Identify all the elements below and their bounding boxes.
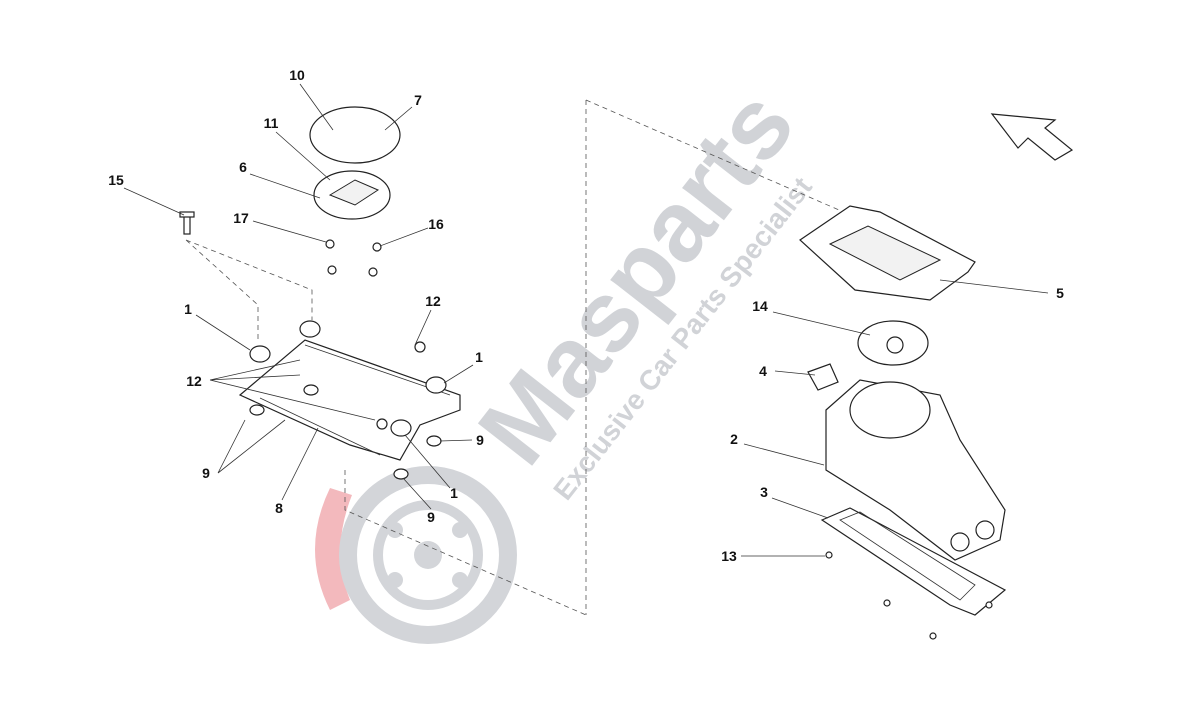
callout-5: 5 [1056, 285, 1064, 301]
housing-ring [849, 381, 931, 439]
callout-15: 15 [108, 172, 124, 188]
callout-11: 11 [264, 115, 279, 131]
callout-6: 6 [239, 159, 247, 175]
plate-window [328, 179, 380, 206]
seal-ring [839, 511, 976, 601]
callout-12: 12 [186, 373, 202, 389]
leader-dash [344, 470, 587, 616]
nut [327, 265, 337, 275]
rubber-mounts [249, 320, 447, 480]
callout-13: 13 [721, 548, 737, 564]
callout-1: 1 [184, 301, 192, 317]
housing-port [975, 520, 995, 540]
washer [368, 267, 378, 277]
watermark-logo [315, 466, 517, 644]
leader-dash [585, 99, 886, 231]
bolt-head [179, 211, 195, 218]
callout-9: 9 [202, 465, 210, 481]
callout-7: 7 [414, 92, 422, 108]
callout-3: 3 [760, 484, 768, 500]
leader-dash [185, 239, 313, 340]
nut-16 [372, 242, 382, 252]
callout-8: 8 [275, 500, 283, 516]
callout-14: 14 [752, 298, 768, 314]
callout-9: 9 [476, 432, 484, 448]
callout-4: 4 [759, 363, 767, 379]
callout-17: 17 [233, 210, 249, 226]
cap-center [886, 336, 904, 354]
callout-2: 2 [730, 431, 738, 447]
housing-port [950, 532, 970, 552]
washer-17 [325, 239, 335, 249]
bushing-4 [807, 363, 839, 391]
callout-12: 12 [425, 293, 441, 309]
callout-10: 10 [289, 67, 305, 83]
screws-13 [825, 551, 993, 640]
callout-1: 1 [450, 485, 458, 501]
callout-16: 16 [428, 216, 444, 232]
gasket-window [828, 225, 942, 281]
direction-arrow-icon [990, 113, 1074, 161]
leader-lines [123, 83, 1049, 557]
callout-9: 9 [427, 509, 435, 525]
callout-1: 1 [475, 349, 483, 365]
cover-plate-7 [309, 106, 401, 164]
